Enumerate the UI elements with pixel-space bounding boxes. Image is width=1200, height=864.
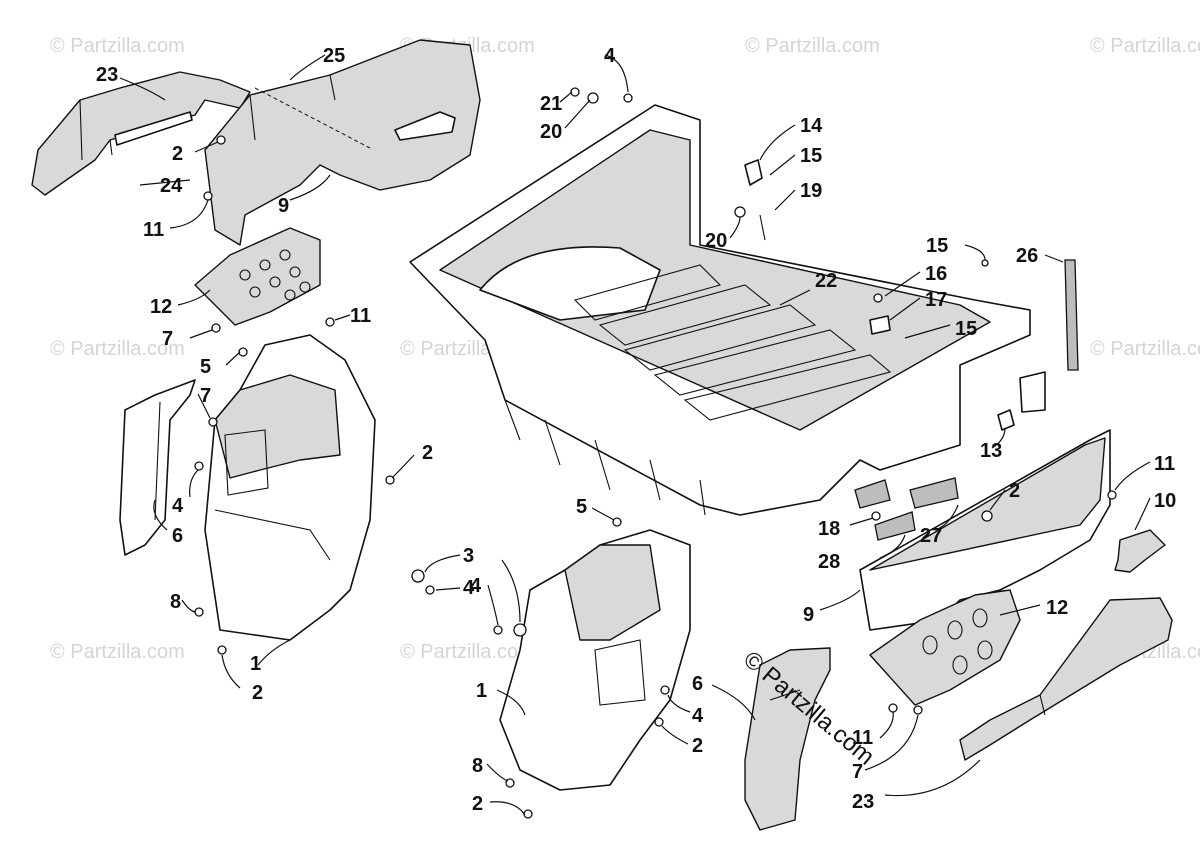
part-cargo-box: [409, 104, 1031, 516]
callout-6: 6: [172, 525, 183, 547]
callout-12: 12: [1046, 597, 1068, 619]
callout-11: 11: [1154, 453, 1175, 475]
callout-1: 1: [476, 680, 487, 702]
part-fender-left: [204, 334, 376, 641]
watermark: © Partzilla.com: [50, 641, 185, 663]
part-fender-center: [499, 529, 691, 791]
callout-22: 22: [815, 270, 837, 292]
callout-4: 4: [172, 495, 184, 517]
callout-26: 26: [1016, 245, 1038, 267]
part-mudflap-left: [119, 379, 196, 556]
callout-9: 9: [278, 195, 289, 217]
callout-18: 18: [818, 518, 840, 540]
leader-lines: [119, 54, 1151, 816]
part-trim-strip: [1064, 259, 1079, 371]
part-side-panel-left: [204, 39, 481, 246]
callout-20: 20: [705, 230, 727, 252]
callout-4: 4: [463, 577, 475, 599]
callout-15: 15: [926, 235, 948, 257]
watermark: © Partzilla.com: [1090, 35, 1200, 57]
hardware: [194, 87, 1117, 819]
part-bumper-cover-left: [31, 71, 251, 196]
callout-8: 8: [472, 755, 483, 777]
watermark: © Partzilla.com: [1090, 338, 1200, 360]
callout-2: 2: [472, 793, 483, 815]
callout-2: 2: [422, 442, 433, 464]
callout-24: 24: [160, 175, 183, 197]
callout-17: 17: [925, 289, 947, 311]
part-corner-trim: [1114, 529, 1166, 573]
part-mudflap-right: [744, 647, 831, 831]
callout-28: 28: [818, 551, 840, 573]
callout-3: 3: [463, 545, 474, 567]
callout-21: 21: [540, 93, 562, 115]
callout-19: 19: [800, 180, 822, 202]
part-pads: [854, 477, 959, 541]
callout-5: 5: [576, 496, 587, 518]
callout-13: 13: [980, 440, 1002, 462]
callout-8: 8: [170, 591, 181, 613]
callout-27: 27: [920, 525, 942, 547]
callout-15: 15: [955, 318, 977, 340]
callout-7: 7: [852, 761, 863, 783]
callout-11: 11: [852, 727, 873, 749]
callout-14: 14: [800, 115, 823, 137]
part-heat-shield-right: [869, 589, 1021, 706]
callout-6: 6: [692, 673, 703, 695]
callout-4: 4: [604, 45, 616, 67]
callout-2: 2: [252, 682, 263, 704]
callout-1: 1: [250, 653, 261, 675]
callout-2: 2: [1009, 480, 1020, 502]
callout-7: 7: [162, 328, 173, 350]
callout-4: 4: [470, 575, 482, 597]
callout-9: 9: [803, 604, 814, 626]
callout-20: 20: [540, 121, 562, 143]
callout-16: 16: [925, 263, 947, 285]
callout-23: 23: [96, 64, 118, 86]
callout-7: 7: [200, 385, 211, 407]
callout-12: 12: [150, 296, 172, 318]
part-latch: [997, 371, 1046, 431]
callout-11: 11: [350, 305, 371, 327]
callout-2: 2: [172, 143, 183, 165]
watermark: © Partzilla.com: [745, 35, 880, 57]
callout-5: 5: [200, 356, 211, 378]
callout-11: 11: [143, 219, 164, 241]
callout-23: 23: [852, 791, 874, 813]
callout-4: 4: [692, 705, 704, 727]
watermark: © Partzilla.com: [50, 35, 185, 57]
watermark: © Partzilla.com: [400, 641, 535, 663]
callout-labels: 23 25 4 21 20 14 15 19 2 24 9 11 20 22 1…: [96, 45, 1176, 815]
callout-2: 2: [692, 735, 703, 757]
callout-15: 15: [800, 145, 822, 167]
callout-25: 25: [323, 45, 345, 67]
callout-10: 10: [1154, 490, 1176, 512]
part-heat-shield-left: [194, 227, 321, 326]
part-bumper-cover-right: [959, 597, 1173, 761]
watermark: © Partzilla.com: [50, 338, 185, 360]
